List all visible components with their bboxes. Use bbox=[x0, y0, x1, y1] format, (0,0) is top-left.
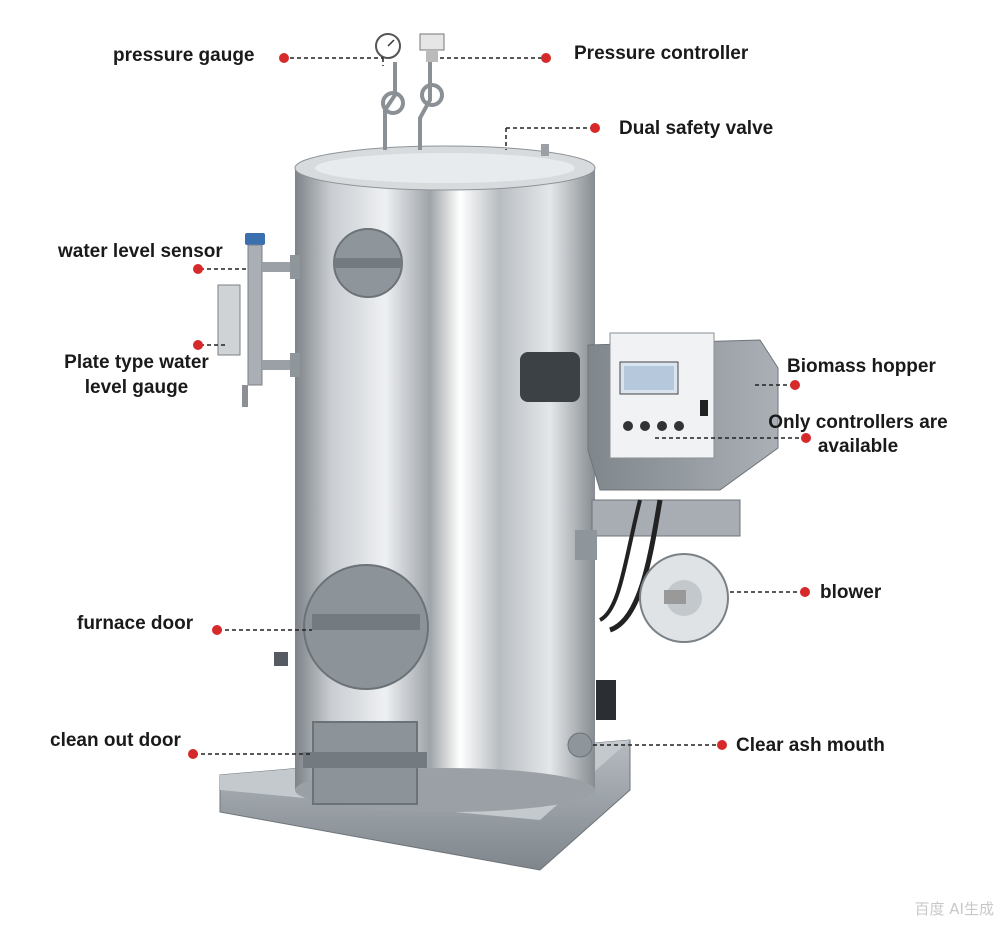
label-controllers-line2: available bbox=[817, 436, 899, 457]
label-pressure-gauge: pressure gauge bbox=[113, 45, 255, 66]
side-shadow bbox=[520, 352, 580, 402]
feed-assembly bbox=[575, 499, 741, 633]
marker-safety-valve bbox=[590, 123, 600, 133]
label-blower: blower bbox=[820, 582, 882, 603]
watermark: 百度 AI生成 bbox=[914, 900, 994, 918]
leader-lines bbox=[194, 57, 803, 755]
label-clean-out-door: clean out door bbox=[50, 730, 181, 751]
ash-mouth-part bbox=[567, 680, 616, 758]
label-dual-safety-valve: Dual safety valve bbox=[619, 118, 774, 139]
label-plate-gauge-line2: level gauge bbox=[84, 377, 189, 398]
label-furnace-door: furnace door bbox=[77, 613, 194, 634]
water-level-assembly bbox=[217, 233, 300, 407]
control-switches bbox=[623, 421, 684, 431]
blower-part bbox=[639, 553, 729, 643]
pressure-gauge-part bbox=[375, 33, 401, 59]
manhole-cover bbox=[333, 228, 403, 298]
pressure-controller-part bbox=[419, 33, 445, 62]
marker-furnace-door bbox=[212, 625, 222, 635]
safety-valve-part bbox=[541, 144, 549, 156]
marker-ash-mouth bbox=[717, 740, 727, 750]
marker-blower bbox=[800, 587, 810, 597]
label-pressure-controller: Pressure controller bbox=[574, 43, 749, 64]
marker-pressure-controller bbox=[541, 53, 551, 63]
label-plate-gauge-line1: Plate type water bbox=[64, 352, 209, 373]
marker-clean-out-door bbox=[188, 749, 198, 759]
top-piping bbox=[381, 60, 444, 150]
marker-pressure-gauge bbox=[279, 53, 289, 63]
label-water-level-sensor: water level sensor bbox=[58, 241, 223, 262]
marker-controllers bbox=[801, 433, 811, 443]
marker-dots bbox=[188, 53, 811, 759]
label-biomass-hopper: Biomass hopper bbox=[787, 356, 936, 377]
label-clear-ash-mouth: Clear ash mouth bbox=[736, 735, 885, 756]
marker-biomass-hopper bbox=[790, 380, 800, 390]
label-controllers-line1: Only controllers are bbox=[768, 412, 948, 433]
marker-plate-gauge bbox=[193, 340, 203, 350]
marker-water-level-sensor bbox=[193, 264, 203, 274]
clean-out-door-part bbox=[303, 721, 427, 805]
hopper-assembly bbox=[587, 332, 779, 491]
furnace-door-part bbox=[274, 564, 429, 690]
